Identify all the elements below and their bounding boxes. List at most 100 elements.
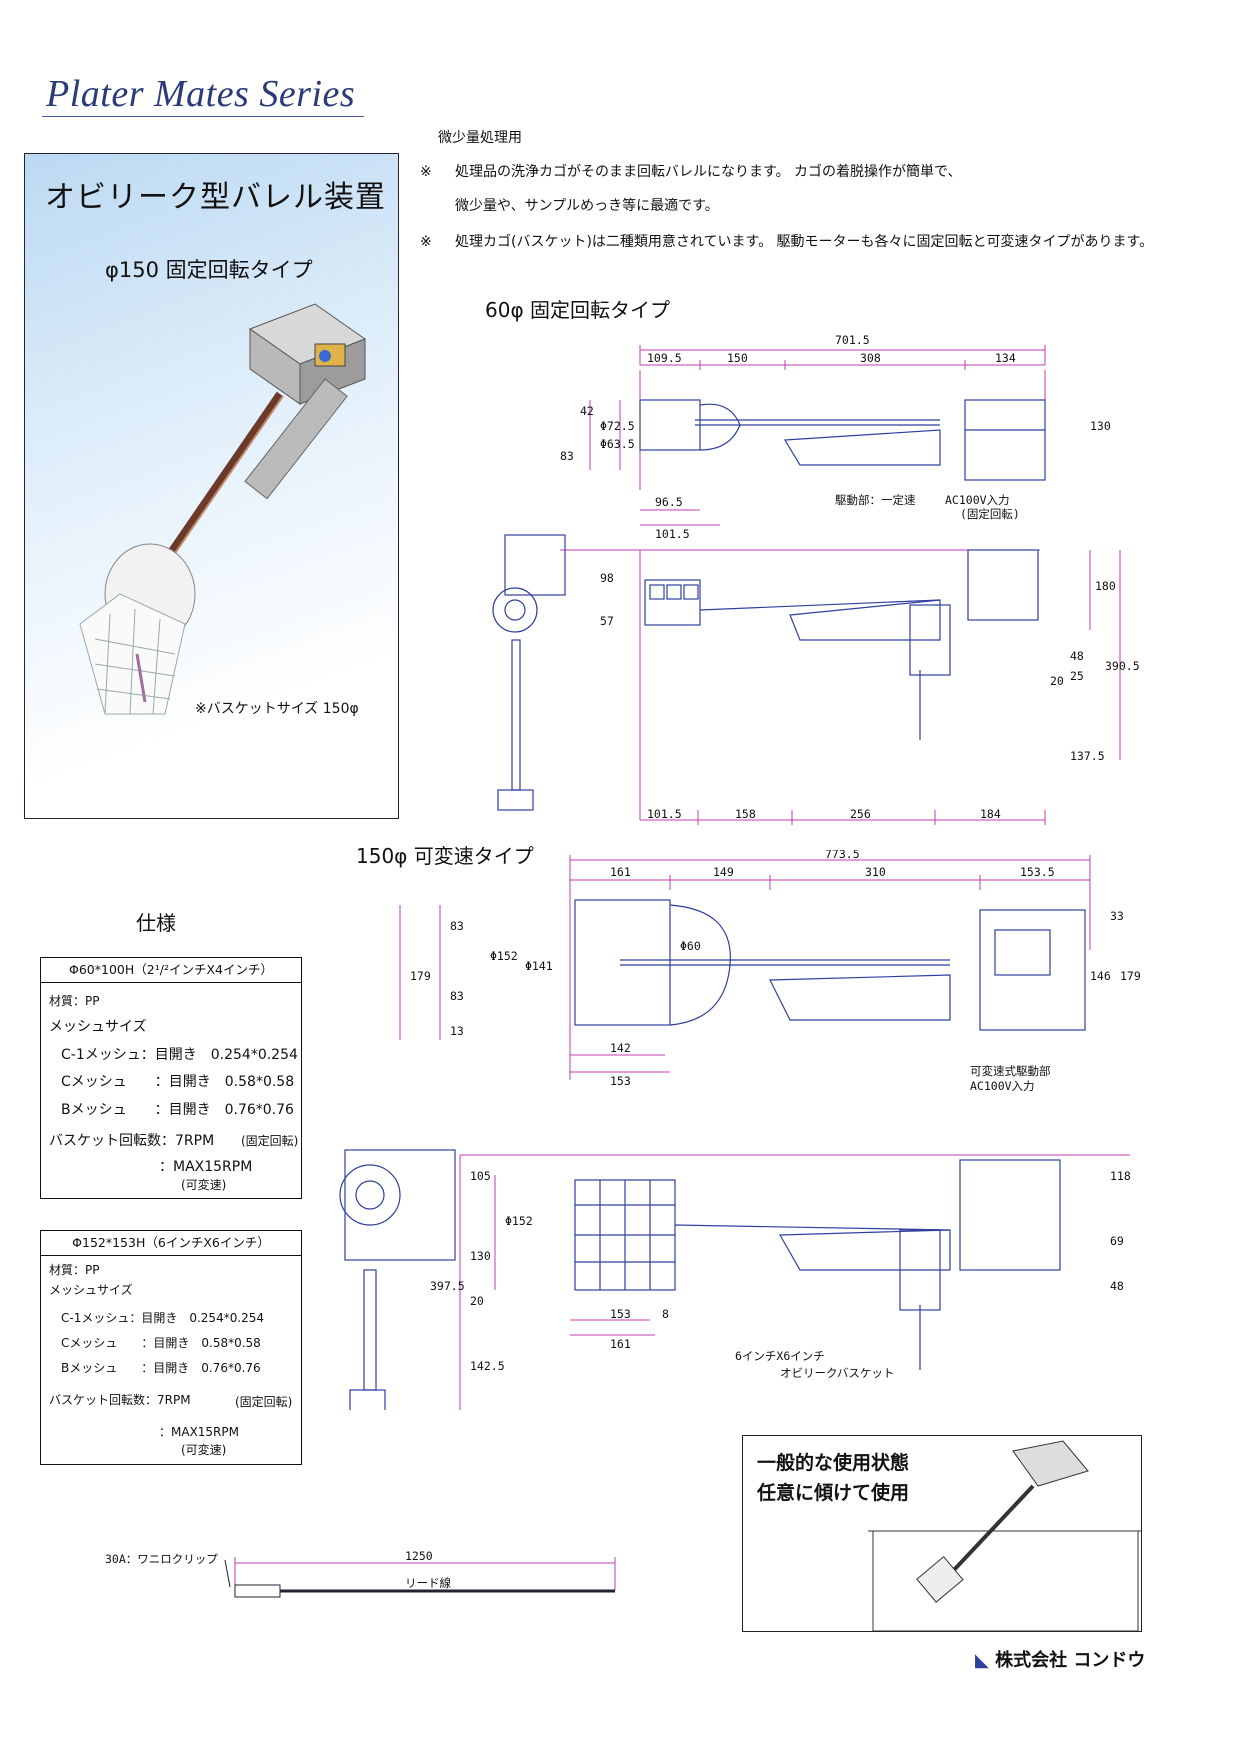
- barrel-photo: [79, 303, 367, 715]
- spec-title: 仕様: [136, 911, 176, 935]
- d150-overall: 773.5: [825, 850, 860, 861]
- spec60-b: Bメッシュ ：目開き 0.76*0.76: [61, 1102, 294, 1118]
- company-name: 株式会社 コンドウ: [995, 1650, 1146, 1671]
- series-title: Plater Mates Series: [46, 73, 356, 115]
- d150-left-2: 83: [450, 919, 464, 933]
- spec152-material: 材質：PP: [49, 1263, 100, 1277]
- d150-side-left-4: 20: [470, 1294, 484, 1308]
- d150-side-left-1: 105: [470, 1169, 491, 1183]
- lead-clip: 30A：ワニロクリップ: [105, 1552, 218, 1566]
- d150-right-1: 33: [1110, 909, 1124, 923]
- d60-side-left-2: 57: [600, 614, 614, 628]
- d60-side-right-1: 180: [1095, 579, 1116, 593]
- d60-left-1: 42: [580, 404, 594, 418]
- note-line-2: 微少量や、サンプルめっき等に最適です。: [455, 198, 719, 214]
- d60-side-right-3: 20: [1050, 674, 1064, 688]
- hero-title: オビリーク型バレル装置: [45, 180, 386, 215]
- d150-side-bottom-3: 161: [610, 1337, 631, 1351]
- basket-size-note: ※バスケットサイズ 150φ: [195, 701, 359, 717]
- d150-phi-1: Φ152: [490, 949, 518, 963]
- usage-illustration: [868, 1440, 1141, 1631]
- d150-phi-2: Φ141: [525, 959, 553, 973]
- lead-length: 1250: [405, 1549, 433, 1563]
- usage-line-2: 任意に傾けて使用: [757, 1482, 910, 1504]
- spec60-rpm-max: ：MAX15RPM: [159, 1159, 253, 1175]
- d60-top-2: 150: [727, 351, 748, 365]
- drawing150-title: 150φ 可変速タイプ: [356, 844, 534, 868]
- hero-subtitle: φ150 固定回転タイプ: [105, 258, 313, 282]
- d150-side-bottom-2: 8: [662, 1307, 669, 1321]
- d60-side-right-2: 48: [1070, 649, 1084, 663]
- d60-bottom-2: 101.5: [655, 527, 690, 541]
- note-line-1: 処理品の洗浄カゴがそのまま回転バレルになります。 カゴの着脱操作が簡単で、: [455, 164, 962, 180]
- note-mark-2: ※: [420, 234, 432, 250]
- d60-bottom-1: 96.5: [655, 495, 683, 509]
- d60-top-1: 109.5: [647, 351, 682, 365]
- d60-left-3: Φ72.5: [600, 419, 635, 433]
- company-logo: ◣ 株式会社 コンドウ: [975, 1646, 1145, 1672]
- d150-phi-3: Φ60: [680, 939, 701, 953]
- logo-mark-icon: ◣: [975, 1650, 989, 1671]
- d150-basket-label-1: 6インチX6インチ: [735, 1349, 825, 1363]
- d60-side-bottom-4: 184: [980, 807, 1001, 821]
- d150-side-right-3: 48: [1110, 1279, 1124, 1293]
- d150-side-left-3: 130: [470, 1249, 491, 1263]
- d150-right-3: 179: [1120, 969, 1140, 983]
- drawing60-diagram: 701.5 109.5 150 308 134 42 83 Φ72.5 Φ63.…: [492, 333, 1140, 825]
- d150-left-3: 83: [450, 989, 464, 1003]
- spec152-c1: C-1メッシュ：目開き 0.254*0.254: [61, 1311, 265, 1325]
- d150-side-right-2: 69: [1110, 1234, 1124, 1248]
- drawing150-diagram: 773.5 161 149 310 153.5 179 83 83 13 Φ15…: [339, 850, 1140, 1410]
- d60-top-3: 308: [860, 351, 881, 365]
- d60-drive-label: 駆動部：一定速: [835, 493, 916, 507]
- note-line-3: 処理カゴ(バスケット)は二種類用意されています。 駆動モーターも各々に固定回転と…: [455, 234, 1154, 250]
- usage-line-1: 一般的な使用状態: [757, 1452, 910, 1474]
- d150-left-4: 13: [450, 1024, 464, 1038]
- d150-basket-label-2: オビリークバスケット: [780, 1366, 894, 1380]
- spec60-rpm-fixed: (固定回転): [241, 1134, 299, 1148]
- spec152-rpm-max: ：MAX15RPM: [159, 1425, 239, 1439]
- spec60-rpm-var: (可変速): [181, 1178, 227, 1192]
- purpose-text: 微少量処理用: [438, 130, 522, 146]
- lead-wire-diagram: 30A：ワニロクリップ 1250 リード線: [105, 1549, 616, 1598]
- d60-side-right-4: 25: [1070, 669, 1084, 683]
- hero-panel: オビリーク型バレル装置 φ150 固定回転タイプ ※バスケットサイズ 150φ: [24, 153, 399, 819]
- spec60-c: Cメッシュ ：目開き 0.58*0.58: [61, 1074, 295, 1090]
- d60-overall: 701.5: [835, 333, 870, 347]
- spec152-c: Cメッシュ ：目開き 0.58*0.58: [61, 1336, 261, 1350]
- d150-top-4: 153.5: [1020, 865, 1055, 879]
- d60-left-4: Φ63.5: [600, 437, 635, 451]
- lead-wire: リード線: [405, 1576, 451, 1590]
- d150-top-2: 149: [713, 865, 734, 879]
- d60-drive-mode: (固定回転): [960, 507, 1020, 521]
- spec60-head: Φ60*100H（2¹/²インチX4インチ）: [41, 958, 301, 983]
- d150-drive-label: 可変速式駆動部: [970, 1064, 1051, 1078]
- d60-side-right-5: 390.5: [1105, 659, 1140, 673]
- d60-side-right-6: 137.5: [1070, 749, 1105, 763]
- spec-box-152: Φ152*153H（6インチX6インチ） 材質：PP メッシュサイズ C-1メッ…: [40, 1230, 302, 1465]
- d150-left-1: 179: [410, 969, 431, 983]
- d150-bottom-2: 153: [610, 1074, 631, 1088]
- spec152-rpm: バスケット回転数：7RPM: [49, 1393, 191, 1407]
- d150-drive-power: AC100V入力: [970, 1079, 1035, 1093]
- d150-bottom-1: 142: [610, 1041, 631, 1055]
- d150-right-2: 146: [1090, 969, 1111, 983]
- d150-side-left-6: 142.5: [470, 1359, 505, 1373]
- drawing60-title: 60φ 固定回転タイプ: [485, 298, 670, 322]
- spec152-mesh-title: メッシュサイズ: [49, 1283, 133, 1297]
- spec152-head: Φ152*153H（6インチX6インチ）: [41, 1231, 301, 1256]
- d60-side-bottom-1: 101.5: [647, 807, 682, 821]
- spec-box-60: Φ60*100H（2¹/²インチX4インチ） 材質：PP メッシュサイズ C-1…: [40, 957, 302, 1199]
- d150-side-left-5: 397.5: [430, 1279, 465, 1293]
- title-underline: [42, 116, 364, 117]
- d60-side-left-1: 98: [600, 571, 614, 585]
- d60-left-2: 83: [560, 449, 574, 463]
- d150-top-1: 161: [610, 865, 631, 879]
- spec60-c1: C-1メッシュ：目開き 0.254*0.254: [61, 1047, 298, 1063]
- spec152-b: Bメッシュ ：目開き 0.76*0.76: [61, 1361, 261, 1375]
- d150-side-right-1: 118: [1110, 1169, 1131, 1183]
- d60-right: 130: [1090, 419, 1111, 433]
- d150-top-3: 310: [865, 865, 886, 879]
- d60-side-bottom-3: 256: [850, 807, 871, 821]
- d150-side-left-2: Φ152: [505, 1214, 533, 1228]
